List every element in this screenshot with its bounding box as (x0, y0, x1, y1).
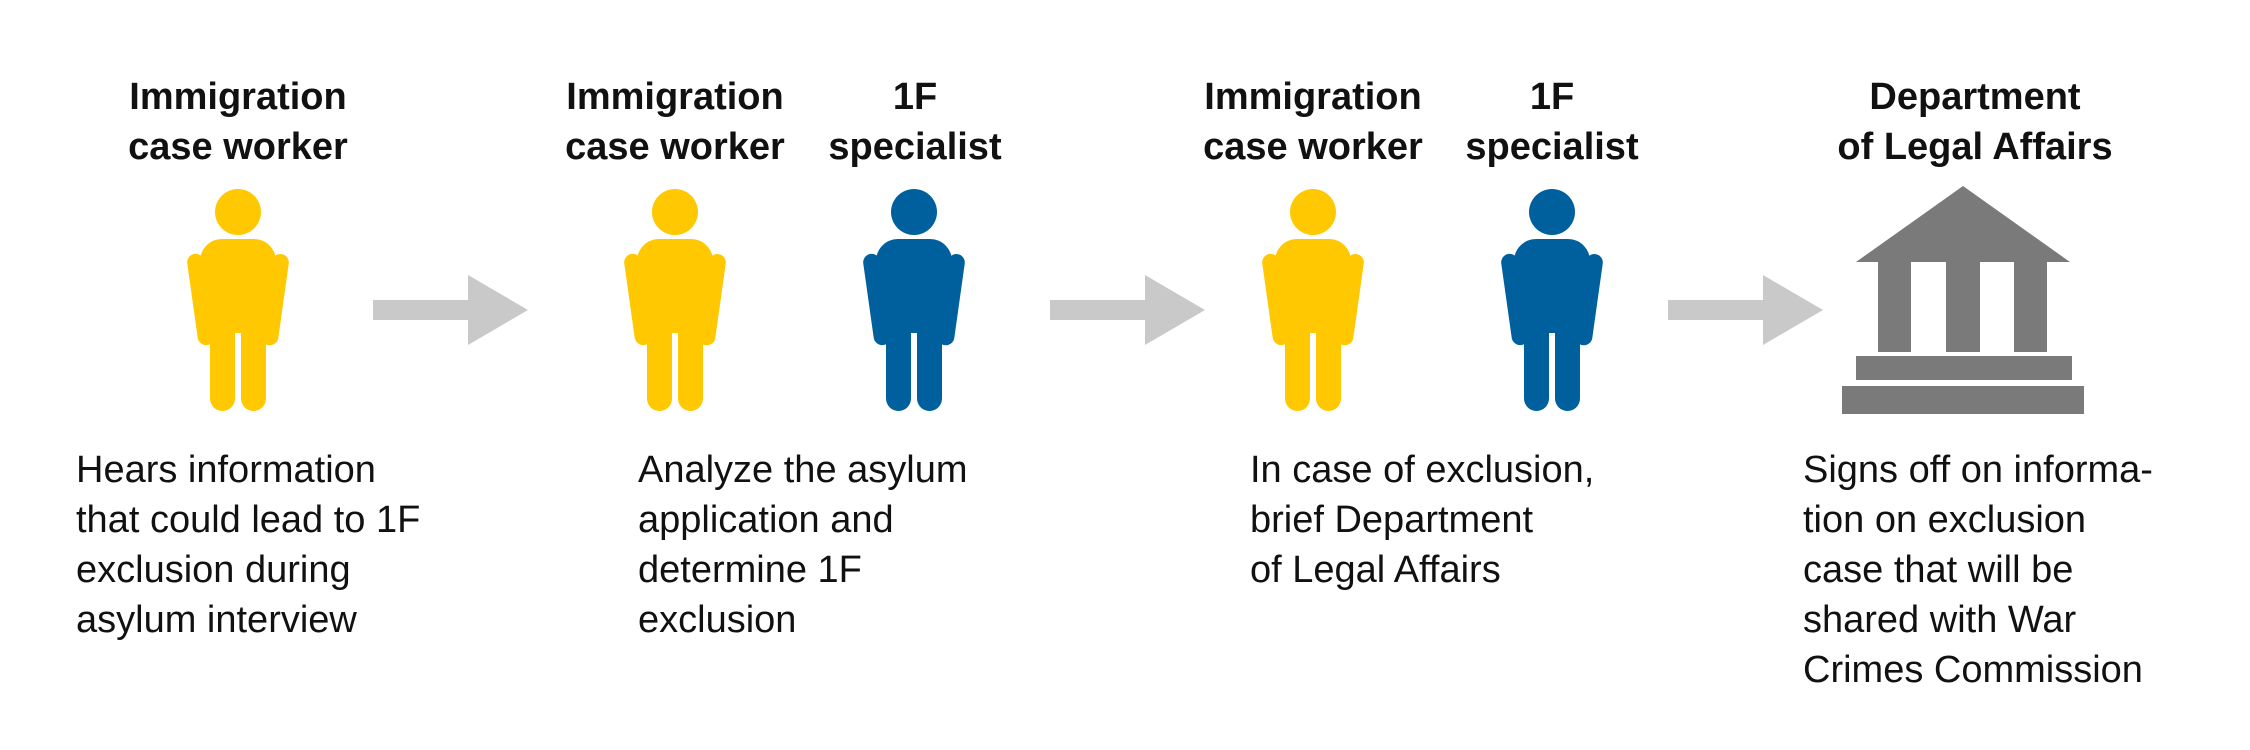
specialist-person-icon (1501, 189, 1603, 411)
step3-case-worker-label: Immigration case worker (1203, 76, 1423, 168)
step2-specialist-label: 1F specialist (828, 76, 1002, 168)
arrow-right-icon (1668, 275, 1823, 345)
case-worker-person-icon (624, 189, 726, 411)
arrow-right-icon (1050, 275, 1205, 345)
case-worker-person-icon (187, 189, 289, 411)
step2-case-worker-label: Immigration case worker (565, 76, 785, 168)
step1-description: Hears information that could lead to 1F … (76, 449, 421, 641)
step2-description: Analyze the asylum application and deter… (638, 449, 968, 641)
arrow-right-icon (373, 275, 528, 345)
step4-description: Signs off on informa- tion on exclusion … (1803, 449, 2153, 691)
government-building-icon (1842, 186, 2084, 414)
step3-specialist-label: 1F specialist (1465, 76, 1639, 168)
step1-role-label: Immigration case worker (128, 76, 348, 168)
case-worker-person-icon (1262, 189, 1364, 411)
step3-description: In case of exclusion, brief Department o… (1250, 449, 1595, 591)
specialist-person-icon (863, 189, 965, 411)
step4-department-label: Department of Legal Affairs (1837, 76, 2113, 168)
